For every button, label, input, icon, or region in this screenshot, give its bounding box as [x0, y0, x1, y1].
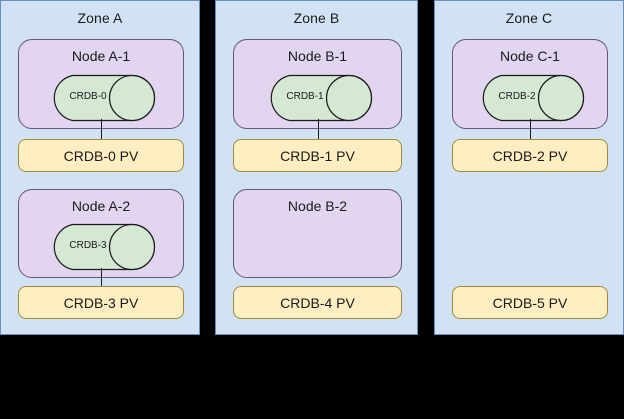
- pod-cylinder-icon: [270, 74, 373, 122]
- zone-title-zone-c: Zone C: [505, 10, 553, 26]
- pv-label-crdb-0-pv: CRDB-0 PV: [63, 147, 139, 164]
- node-title-node-c-1: Node C-1: [500, 48, 560, 64]
- pv-box-crdb-3-pv[interactable]: CRDB-3 PV: [18, 286, 184, 319]
- pod-crdb-0[interactable]: CRDB-0: [48, 74, 156, 122]
- node-title-node-a-2: Node A-2: [71, 198, 131, 214]
- connector-node-c-1-to-crdb-2-pv: [530, 119, 531, 139]
- pv-label-crdb-1-pv: CRDB-1 PV: [280, 147, 355, 164]
- pv-box-crdb-1-pv[interactable]: CRDB-1 PV: [233, 139, 402, 172]
- node-title-node-b-1: Node B-1: [287, 48, 348, 64]
- pod-cylinder-icon: [53, 74, 156, 122]
- pv-label-crdb-4-pv: CRDB-4 PV: [280, 294, 355, 311]
- pod-crdb-1[interactable]: CRDB-1: [265, 74, 373, 122]
- pod-cylinder-icon: [482, 74, 585, 122]
- pv-label-crdb-3-pv: CRDB-3 PV: [63, 294, 139, 311]
- node-title-node-b-2: Node B-2: [287, 198, 348, 214]
- connector-node-a-1-to-crdb-0-pv: [101, 119, 102, 139]
- zone-title-zone-b: Zone B: [293, 10, 340, 26]
- pv-label-crdb-5-pv: CRDB-5 PV: [492, 294, 568, 311]
- pv-box-crdb-5-pv[interactable]: CRDB-5 PV: [452, 286, 608, 319]
- node-title-node-a-1: Node A-1: [71, 48, 131, 64]
- pv-box-crdb-4-pv[interactable]: CRDB-4 PV: [233, 286, 402, 319]
- node-box-node-b-2: Node B-2: [233, 189, 402, 278]
- connector-node-b-1-to-crdb-1-pv: [318, 119, 319, 139]
- connector-node-a-2-to-crdb-3-pv: [101, 268, 102, 286]
- pv-box-crdb-2-pv[interactable]: CRDB-2 PV: [452, 139, 608, 172]
- pv-label-crdb-2-pv: CRDB-2 PV: [492, 147, 568, 164]
- pod-crdb-3[interactable]: CRDB-3: [48, 223, 156, 271]
- zone-title-zone-a: Zone A: [77, 10, 123, 26]
- pod-cylinder-icon: [53, 223, 156, 271]
- pod-crdb-2[interactable]: CRDB-2: [477, 74, 585, 122]
- pv-box-crdb-0-pv[interactable]: CRDB-0 PV: [18, 139, 184, 172]
